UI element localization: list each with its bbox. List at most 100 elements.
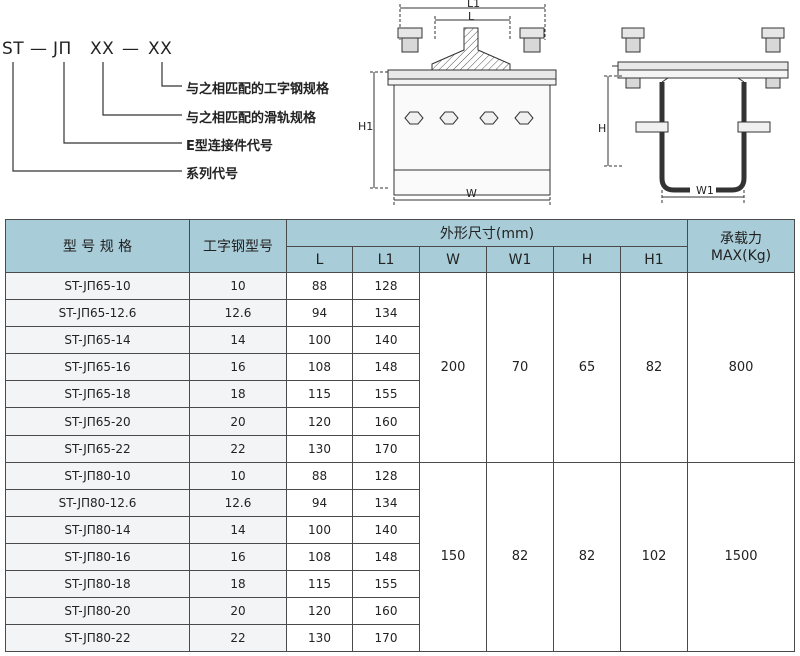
code-token-series: ST <box>2 39 25 59</box>
legend-label-rail-spec: 与之相匹配的滑轨规格 <box>186 111 317 126</box>
header-dim-l1: L1 <box>352 246 420 273</box>
cell-beam: 22 <box>189 434 287 463</box>
spec-table: 型 号 规 格 工字钢型号 外形尺寸(mm) 承载力 MAX(Kg) L L1 … <box>5 219 795 653</box>
code-token-dash: — <box>122 39 140 59</box>
header-dim-h1: H1 <box>620 246 688 273</box>
cell-beam: 14 <box>189 515 287 544</box>
cell-l1: 140 <box>352 515 420 544</box>
cell-beam: 16 <box>189 542 287 572</box>
cell-l1: 170 <box>352 624 420 653</box>
cell-beam: 18 <box>189 380 287 409</box>
cell-beam: 12.6 <box>189 488 287 517</box>
cell-l1: 148 <box>352 542 420 572</box>
cell-model: ST-JΠ80-10 <box>5 461 190 490</box>
cell-model: ST-JΠ80-14 <box>5 515 190 544</box>
cell-model: ST-JΠ80-18 <box>5 570 190 599</box>
header-model: 型 号 规 格 <box>5 219 190 273</box>
dim-label-l1: L1 <box>467 0 481 10</box>
cell-l: 94 <box>286 488 353 517</box>
cell-l1: 134 <box>352 488 420 517</box>
cell-l: 94 <box>286 299 353 328</box>
leader-line-series <box>12 62 182 172</box>
cell-beam: 16 <box>189 353 287 382</box>
cell-w1: 70 <box>486 272 554 463</box>
leader-line-rail-spec <box>102 62 182 116</box>
model-code-legend: ST — JΠ XX — XX 与之相匹配的工字钢规格 与之相匹配的滑轨规格 E… <box>0 0 370 200</box>
table-header: 型 号 规 格 工字钢型号 外形尺寸(mm) 承载力 MAX(Kg) L L1 … <box>5 219 795 273</box>
cell-h: 65 <box>553 272 621 463</box>
cell-beam: 14 <box>189 326 287 355</box>
cell-beam: 10 <box>189 461 287 490</box>
cell-model: ST-JΠ80-22 <box>5 624 190 653</box>
cell-model: ST-JΠ65-22 <box>5 434 190 463</box>
code-token-beam: XX <box>148 39 173 59</box>
dim-label-h: H <box>598 122 607 135</box>
cell-model: ST-JΠ65-12.6 <box>5 299 190 328</box>
cell-model: ST-JΠ80-16 <box>5 542 190 572</box>
cell-beam: 20 <box>189 597 287 626</box>
cell-capacity: 1500 <box>687 461 795 653</box>
header-capacity: 承载力 MAX(Kg) <box>687 219 795 273</box>
cell-model: ST-JΠ65-10 <box>5 271 190 301</box>
cell-h1: 82 <box>620 272 688 463</box>
header-dim-l: L <box>286 246 353 273</box>
dim-label-w: W <box>466 187 477 200</box>
code-token-dash: — <box>30 39 48 59</box>
cell-beam: 10 <box>189 271 287 301</box>
cell-l1: 155 <box>352 380 420 409</box>
cell-l: 120 <box>286 597 353 626</box>
header-dimensions: 外形尺寸(mm) <box>286 219 688 247</box>
cell-model: ST-JΠ65-18 <box>5 380 190 409</box>
cell-l: 100 <box>286 326 353 355</box>
header-beam: 工字钢型号 <box>189 219 287 273</box>
legend-label-series: 系列代号 <box>186 167 239 182</box>
dim-label-h1: H1 <box>358 120 374 133</box>
leader-line-e-connector <box>63 62 182 144</box>
code-token-connector: JΠ <box>53 39 72 59</box>
cell-w: 150 <box>419 461 487 653</box>
technical-drawings: L1 L H1 W H W1 <box>358 0 800 210</box>
dim-label-w1: W1 <box>696 184 714 197</box>
cell-l: 115 <box>286 570 353 599</box>
cell-w1: 82 <box>486 461 554 653</box>
cell-model: ST-JΠ80-12.6 <box>5 488 190 517</box>
cell-l1: 155 <box>352 570 420 599</box>
header-capacity-line1: 承载力 <box>720 231 762 247</box>
cell-model: ST-JΠ80-20 <box>5 597 190 626</box>
cell-l: 100 <box>286 515 353 544</box>
cell-l1: 160 <box>352 407 420 436</box>
cell-l1: 140 <box>352 326 420 355</box>
code-token-rail: XX <box>90 39 115 59</box>
side-view <box>604 27 789 203</box>
header-dim-w1: W1 <box>486 246 554 273</box>
header-dim-w: W <box>419 246 487 273</box>
legend-connector-lines <box>12 62 182 172</box>
cell-l1: 134 <box>352 299 420 328</box>
cell-l: 120 <box>286 407 353 436</box>
header-capacity-line2: MAX(Kg) <box>710 248 772 264</box>
cell-capacity: 800 <box>687 272 795 463</box>
legend-label-beam-spec: 与之相匹配的工字钢规格 <box>186 82 330 97</box>
cell-l: 115 <box>286 380 353 409</box>
cell-beam: 22 <box>189 624 287 653</box>
cell-l: 88 <box>286 461 353 490</box>
cell-model: ST-JΠ65-20 <box>5 407 190 436</box>
header-dim-h: H <box>553 246 621 273</box>
connector-drawing <box>370 4 789 205</box>
cell-l1: 170 <box>352 434 420 463</box>
cell-l1: 128 <box>352 271 420 301</box>
cell-h: 82 <box>553 461 621 653</box>
leader-line-beam-spec <box>161 62 182 87</box>
cell-beam: 18 <box>189 570 287 599</box>
